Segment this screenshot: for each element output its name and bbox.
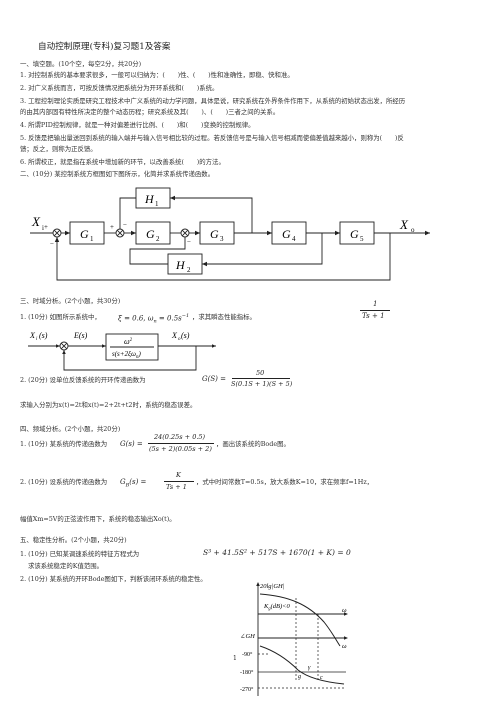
bd-error-label: E(s) xyxy=(73,331,88,340)
bode-phase-label: ∠GH xyxy=(240,633,255,640)
g4-sub: 4 xyxy=(292,235,296,243)
bd-output-label: X xyxy=(171,331,178,340)
g2-sub: 2 xyxy=(156,235,160,243)
s4-q2-amplitude: 幅值Xm=5V的正弦波作用下，系统的稳态输出Xo(t)。 xyxy=(20,515,176,523)
bd-output-sub: o xyxy=(178,337,181,342)
bode-mark-c: c xyxy=(320,675,323,681)
s3-q1-suffix: ，求其瞬态性能指标。 xyxy=(192,313,256,321)
sign-2: − xyxy=(50,240,54,248)
bode-tick-90: -90° xyxy=(242,651,253,658)
sign-5: − xyxy=(187,238,191,246)
s1-question-3a: 3. 工程控制理论实质是研究工程技术中广义系统的动力学问题，具体是说，研究系统在… xyxy=(20,97,406,105)
bd-num: ω2 xyxy=(124,337,133,346)
g1-label: G xyxy=(80,227,89,241)
input-sub: i xyxy=(42,224,44,232)
document-title: 自动控制原理(专科)复习题1及答案 xyxy=(38,42,171,52)
sign-1: + xyxy=(44,223,48,231)
output-label: X xyxy=(399,217,409,232)
section-5-heading: 五、稳定性分析。(2个小题，共20分) xyxy=(20,536,127,544)
s4-q1-num: 24(0.25s + 0.5) xyxy=(154,433,206,441)
bode-omega-mag: ω xyxy=(342,607,347,614)
bd-input-label: X xyxy=(29,331,36,340)
bode-mark-g: g xyxy=(298,674,301,680)
bd-den: s(s+2ξωn) xyxy=(112,350,141,360)
section-4-heading: 四、频域分析。(2个小题，共20分) xyxy=(20,425,121,433)
bode-left-mark: 1 xyxy=(233,655,237,662)
bd-input-s: (s) xyxy=(39,331,48,340)
s1-question-5a: 5. 反馈是把输出量送回到系统的输入端并与输入信号相比较的过程。若反馈信号是与输… xyxy=(20,134,404,142)
h1-sub: 1 xyxy=(155,200,159,208)
s5-q1-equation: S³ + 41.5S² + 517S + 1670(1 + K) = 0 xyxy=(203,548,351,557)
s5-q1-ask: 求该系统稳定的K值范围。 xyxy=(28,562,104,570)
tf-numerator: 1 xyxy=(373,300,378,308)
g5-sub: 5 xyxy=(360,235,364,243)
bode-phase-curve xyxy=(259,645,345,685)
s1-question-1: 1. 对控制系统的基本要求很多，一般可以归纳为：( )性、( )性和准确性，即稳… xyxy=(20,71,294,79)
second-order-block-diagram: X i (s) E(s) X o (s) ω2 s(s+2ξωn) xyxy=(28,331,216,371)
s4-q2-text: 2. (10分) 设系统的传递函数为 xyxy=(20,478,108,486)
s3-q2-fraction-bar xyxy=(232,378,290,379)
s3-q1-params: ξ = 0.6, ωn = 0.5s−1 xyxy=(118,313,190,325)
tf-denominator: Ts + 1 xyxy=(362,312,385,320)
bode-magnitude-curve xyxy=(259,593,341,647)
g2-label: G xyxy=(146,227,155,241)
sign-3: + xyxy=(110,223,114,231)
h2-sub: 2 xyxy=(187,266,191,274)
section-2-heading: 二、(10分) 某控制系统方框图如下图所示，化简并求系统传递函数。 xyxy=(20,170,215,178)
g3-label: G xyxy=(210,227,219,241)
bode-kg-label: Kg(dB)<0 xyxy=(263,603,291,611)
s5-q1-text: 1. (10分) 已知某调速系统的特征方程式为 xyxy=(20,550,140,558)
s4-q2-suffix: ，式中时间常数T=0.5s，放大系数K=10，求在频率f=1Hz， xyxy=(196,478,374,486)
s4-q2-num: K xyxy=(176,471,181,479)
s3-q2-num: 50 xyxy=(256,369,265,377)
tf-fraction-bar xyxy=(360,310,390,311)
s4-q2-lhs: GB(s) = xyxy=(120,478,147,489)
h2-label: H xyxy=(175,258,186,272)
s1-question-2: 2. 对广义系统而言，可按反馈情况把系统分为开环系统和( )系统。 xyxy=(20,84,219,92)
g1-sub: 1 xyxy=(90,235,94,243)
bd-output-s: (s) xyxy=(181,331,190,340)
s3-q2-den: S(0.1S + 1)(S + 5) xyxy=(231,380,293,388)
g5-label: G xyxy=(350,227,359,241)
s4-q1-lhs: G(s) = xyxy=(120,440,143,448)
block-diagram: H 1 G 1 G 2 G 3 G 4 G 5 H 2 X i X o xyxy=(30,187,430,281)
s5-q2-text: 2. (10分) 某系统的开环Bode图如下，判断该闭环系统的稳定性。 xyxy=(20,575,207,583)
s1-question-4: 4. 所谓PID控制规律，就是一种对偏差进行比例、( )和( )变换的控制规律。 xyxy=(20,121,255,129)
s4-q1-text: 1. (10分) 某系统的传递函数为 xyxy=(20,440,108,448)
s4-q1-den: (5s + 2)(0.05s + 2) xyxy=(149,445,212,453)
bode-plot: 20lg|GH| ω Kg(dB)<0 ∠GH ω -90° -180° -27… xyxy=(240,582,348,696)
input-label: X xyxy=(31,214,41,229)
section-3-heading: 三、时域分析。(2个小题，共30分) xyxy=(20,297,121,305)
s3-q2-ask: 求输入分别为x(t)=2t和x(t)=2+2t+t2时，系统的稳态误差。 xyxy=(20,401,197,409)
s1-question-5b: 馈；反之，则称为正反馈。 xyxy=(20,145,97,153)
s4-q1-suffix: ，画出该系统的Bode图。 xyxy=(216,440,290,448)
g4-label: G xyxy=(282,227,291,241)
bode-omega-phase: ω xyxy=(342,643,347,650)
s3-q2-text: 2. (20分) 设单位反馈系统的开环传递函数为 xyxy=(20,376,146,384)
s3-q2-lhs: G(S) = xyxy=(202,375,226,383)
bode-tick-270: -270° xyxy=(240,686,254,693)
s3-q1-prefix: 1. (10分) 如图所示系统中， xyxy=(20,313,101,321)
output-sub: o xyxy=(411,226,415,234)
s1-question-3b: 的由其内部固有特性所决定的整个动态历程；研究系统及其( )、( )三者之间的关系… xyxy=(20,108,280,116)
h2-block xyxy=(167,253,203,275)
bd-input-sub: i xyxy=(36,337,38,342)
s1-question-6: 6. 所谓校正，就是指在系统中增加新的环节，以改善系统( )的方法。 xyxy=(20,158,225,166)
h1-label: H xyxy=(144,192,155,206)
bode-tick-180: -180° xyxy=(240,669,254,676)
section-1-heading: 一、填空题。(10个空，每空2分，共20分) xyxy=(20,60,142,68)
g3-sub: 3 xyxy=(220,235,224,243)
bode-ylabel: 20lg|GH| xyxy=(260,583,285,590)
s4-q1-fraction-bar xyxy=(148,443,214,444)
sign-4: − xyxy=(123,221,127,229)
s4-q2-den: Ts + 1 xyxy=(166,483,187,491)
s4-q2-fraction-bar xyxy=(164,481,194,482)
bode-mark-gamma: γ xyxy=(308,665,311,671)
